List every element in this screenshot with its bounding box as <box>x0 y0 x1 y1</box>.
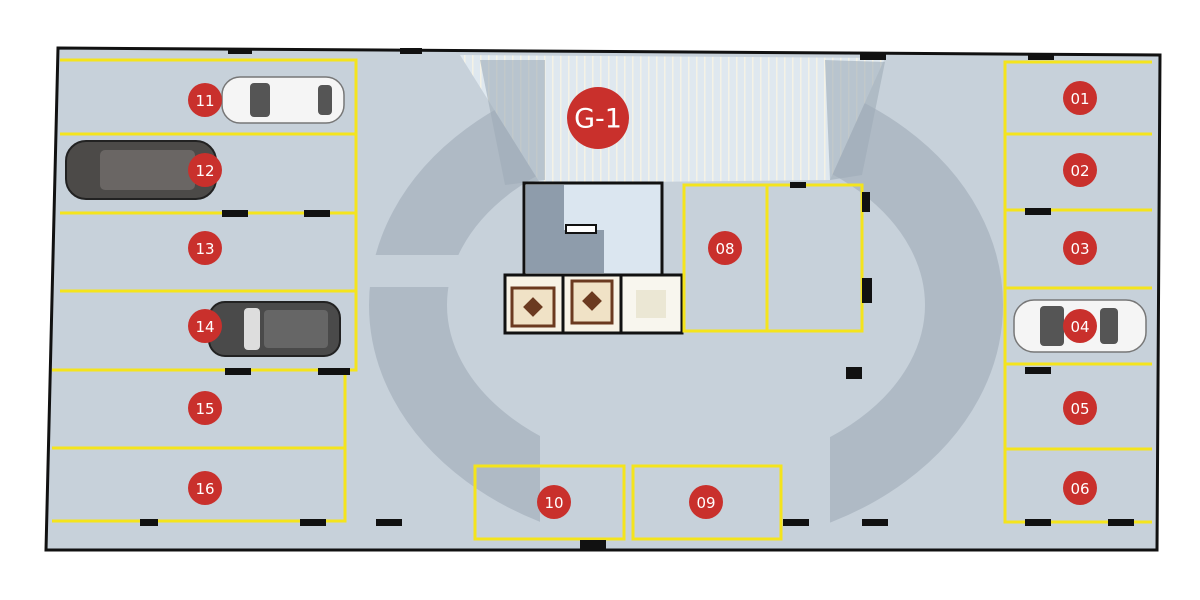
slot-badge-13[interactable]: 13 <box>188 231 222 265</box>
slot-badge-14[interactable]: 14 <box>188 309 222 343</box>
slot-badge-12[interactable]: 12 <box>188 153 222 187</box>
slot-badge-05[interactable]: 05 <box>1063 391 1097 425</box>
slot-number: 15 <box>195 400 214 418</box>
columns <box>140 48 1134 549</box>
slot-number: 12 <box>195 162 214 180</box>
slot-badge-06[interactable]: 06 <box>1063 471 1097 505</box>
slot-badge-02[interactable]: 02 <box>1063 153 1097 187</box>
slot-number: 13 <box>195 240 214 258</box>
left-parking-slots <box>52 58 358 523</box>
slot-number: 03 <box>1070 240 1089 258</box>
entry-ramp <box>460 55 885 183</box>
stair-lift-core <box>503 181 684 335</box>
center-parking-slots <box>473 183 864 541</box>
slot-number: 05 <box>1070 400 1089 418</box>
slot-number: 14 <box>195 318 214 336</box>
slot-badge-09[interactable]: 09 <box>689 485 723 519</box>
floor-label-badge: G-1 <box>567 87 629 149</box>
ramp-shadow-left <box>480 60 545 185</box>
car-slot-11 <box>221 76 345 124</box>
slot-number: 10 <box>544 494 563 512</box>
slot-number: 04 <box>1070 318 1089 336</box>
slot-badge-04[interactable]: 04 <box>1063 309 1097 343</box>
driveway-gap <box>360 255 460 287</box>
slot-badge-11[interactable]: 11 <box>188 83 222 117</box>
slot-badge-15[interactable]: 15 <box>188 391 222 425</box>
ramp-shadow-right <box>825 60 885 180</box>
car-slot-14 <box>208 301 341 357</box>
slot-number: 09 <box>696 494 715 512</box>
slot-badge-03[interactable]: 03 <box>1063 231 1097 265</box>
slot-number: 06 <box>1070 480 1089 498</box>
driveway-gap <box>540 380 830 550</box>
slot-number: 08 <box>715 240 734 258</box>
car-slot-12 <box>65 140 217 200</box>
floor-label: G-1 <box>574 104 622 135</box>
slot-number: 01 <box>1070 90 1089 108</box>
slot-number: 02 <box>1070 162 1089 180</box>
outer-wall <box>44 46 1162 552</box>
slot-badge-16[interactable]: 16 <box>188 471 222 505</box>
slot-badge-08[interactable]: 08 <box>708 231 742 265</box>
slot-badge-01[interactable]: 01 <box>1063 81 1097 115</box>
slot-badge-10[interactable]: 10 <box>537 485 571 519</box>
slot-number: 16 <box>195 480 214 498</box>
slot-number: 11 <box>195 92 214 110</box>
